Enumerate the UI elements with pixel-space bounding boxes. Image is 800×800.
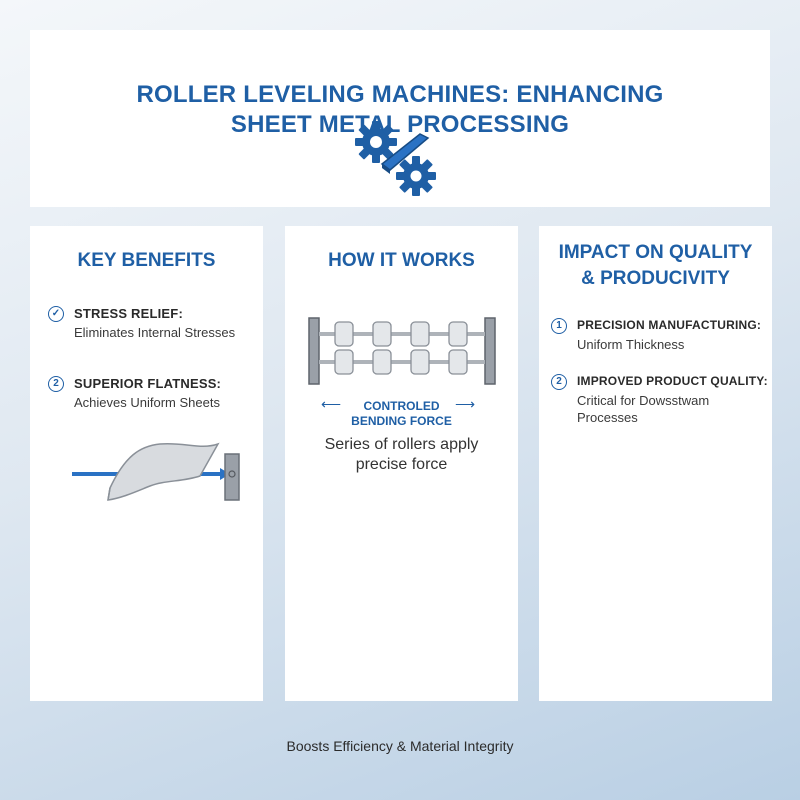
benefit-title: STRESS RELIEF: (74, 306, 183, 321)
check-circle-icon: ✓ (48, 306, 64, 322)
roller-array-illustration (308, 317, 496, 385)
impact-description: Critical for Dowsstwam Processes (577, 393, 710, 425)
impact-title: IMPROVED PRODUCT QUALITY: (577, 374, 768, 388)
page-title-line-1: ROLLER LEVELING MACHINES: ENHANCING (136, 81, 664, 108)
benefit-title: SUPERIOR FLATNESS: (74, 376, 222, 391)
impact-heading-line-1: IMPACT ON QUALITY (558, 242, 753, 263)
force-label-line-1: CONTROLED (363, 399, 440, 413)
key-benefits-panel: KEY BENEFITS ✓ STRESS RELIEF: Eliminates… (30, 226, 263, 701)
impact-description: Uniform Thickness (577, 337, 685, 352)
sheet-metal-illustration (72, 442, 240, 501)
benefit-description: Achieves Uniform Sheets (74, 395, 220, 410)
gears-with-sheet-icon (355, 121, 436, 196)
how-it-works-description: Series of rollers apply precise force (285, 435, 518, 475)
header-panel: ROLLER LEVELING MACHINES: ENHANCING SHEE… (30, 30, 770, 207)
how-it-works-heading: HOW IT WORKS (328, 250, 475, 271)
how-desc-line-2: precise force (355, 456, 448, 473)
impact-heading-line-2: & PRODUCIVITY (581, 268, 730, 289)
controlled-bending-force-label: CONTROLED BENDING FORCE (285, 399, 518, 429)
how-desc-line-1: Series of rollers apply (324, 436, 479, 453)
force-label-line-2: BENDING FORCE (351, 414, 452, 428)
number-2-circle-icon: 2 (48, 376, 64, 392)
impact-heading: IMPACT ON QUALITY & PRODUCIVITY (539, 240, 772, 292)
number-2-circle-icon: 2 (551, 374, 567, 390)
how-it-works-panel: HOW IT WORKS ⟵ ⟶ CONTROLED BENDING FORCE… (285, 226, 518, 701)
footer-tagline: Boosts Efficiency & Material Integrity (286, 738, 514, 754)
number-1-circle-icon: 1 (551, 318, 567, 334)
arrow-right-icon: ⟶ (455, 396, 476, 412)
page-title-line-2: SHEET METAL PROCESSING (230, 111, 570, 138)
arrow-left-icon: ⟵ (321, 396, 342, 412)
impact-panel: IMPACT ON QUALITY & PRODUCIVITY 1 PRECIS… (539, 226, 772, 701)
key-benefits-heading: KEY BENEFITS (77, 250, 216, 271)
impact-title: PRECISION MANUFACTURING: (577, 318, 762, 332)
page-title: ROLLER LEVELING MACHINES: ENHANCING SHEE… (30, 80, 770, 140)
benefit-description: Eliminates Internal Stresses (74, 325, 236, 340)
